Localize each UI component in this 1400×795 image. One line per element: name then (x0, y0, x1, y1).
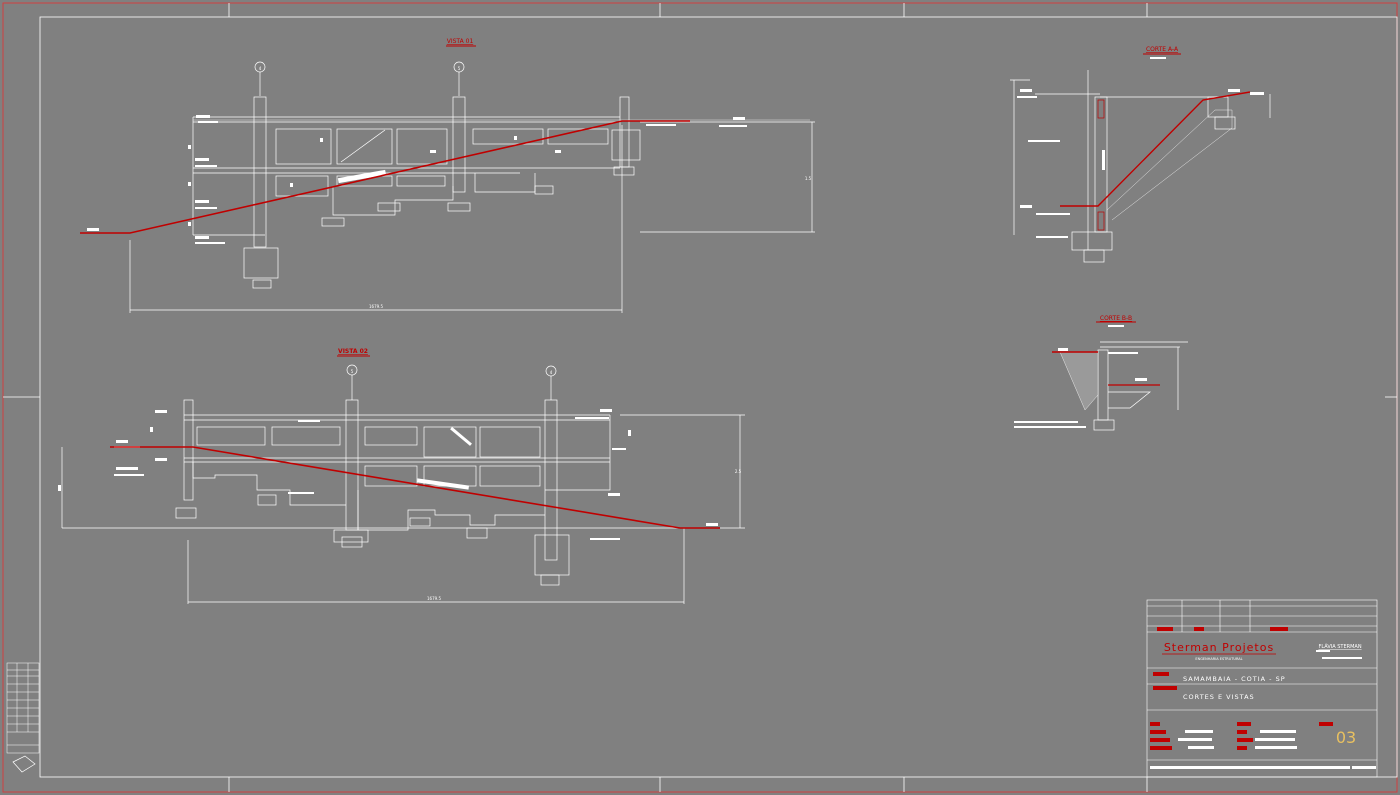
vista-01-height-dim: 1.5 (805, 176, 812, 181)
engineer-name: FLÁVIA STERMAN (1318, 643, 1361, 650)
vista-01: VISTA 01 4 5 1679.5 1.5 (80, 38, 815, 313)
vista-01-total-dim: 1679.5 (369, 304, 383, 309)
vista-02-total-dim: 1679.5 (427, 596, 441, 601)
company-name: Sterman Projetos (1164, 641, 1274, 654)
project-location: SAMAMBAIA - COTIA - SP (1183, 675, 1286, 683)
sheet-title: CORTES E VISTAS (1183, 693, 1255, 701)
sheet-inner-border (39, 16, 1398, 778)
border-ticks (3, 3, 1397, 792)
grid-marker-4: 4 (259, 66, 262, 71)
company-subtitle: ENGENHARIA ESTRUTURAL (1195, 657, 1242, 661)
corte-bb: CORTE B-B (1014, 315, 1188, 431)
corte-bb-title: CORTE B-B (1100, 315, 1132, 322)
grid-marker-5: 5 (458, 66, 461, 71)
sheet-number: 03 (1336, 728, 1356, 747)
grid-marker-4b: 4 (550, 370, 553, 375)
vista-02: VISTA 02 5 4 1679.5 2.5 (58, 348, 745, 604)
corte-aa: CORTE A-A (1010, 46, 1271, 263)
corte-aa-title: CORTE A-A (1146, 46, 1179, 53)
vista-01-title: VISTA 01 (447, 38, 474, 45)
vista-02-height-dim: 2.5 (735, 469, 742, 474)
title-block: Sterman Projetos ENGENHARIA ESTRUTURAL F… (1146, 599, 1378, 778)
vista-02-title: VISTA 02 (338, 348, 368, 355)
revision-table (6, 662, 40, 773)
grid-marker-5b: 5 (351, 369, 354, 374)
